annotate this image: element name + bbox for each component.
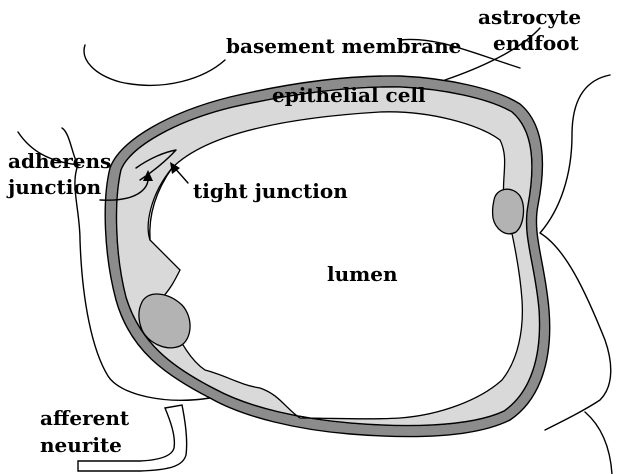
astrocyte-lower-right-outline: [585, 412, 612, 474]
astrocyte-right-outline: [540, 75, 611, 430]
basement-membrane-label: basement membrane: [226, 34, 461, 58]
vessel: [105, 76, 550, 437]
adherens-label-line1: adherens: [8, 149, 111, 173]
right-nucleus: [493, 189, 524, 234]
afferent-label-line1: afferent: [40, 406, 130, 430]
tight-junction-label: tight junction: [193, 179, 348, 203]
astrocyte-label-line1: astrocyte: [478, 5, 581, 29]
adherens-label-line2: junction: [6, 175, 102, 199]
astrocyte-top-left-outline: [84, 45, 225, 85]
lumen-label: lumen: [327, 262, 398, 286]
astrocyte-label-line2: endfoot: [493, 31, 580, 55]
epithelial-cell-label: epithelial cell: [272, 83, 426, 107]
afferent-label-line2: neurite: [40, 433, 122, 457]
